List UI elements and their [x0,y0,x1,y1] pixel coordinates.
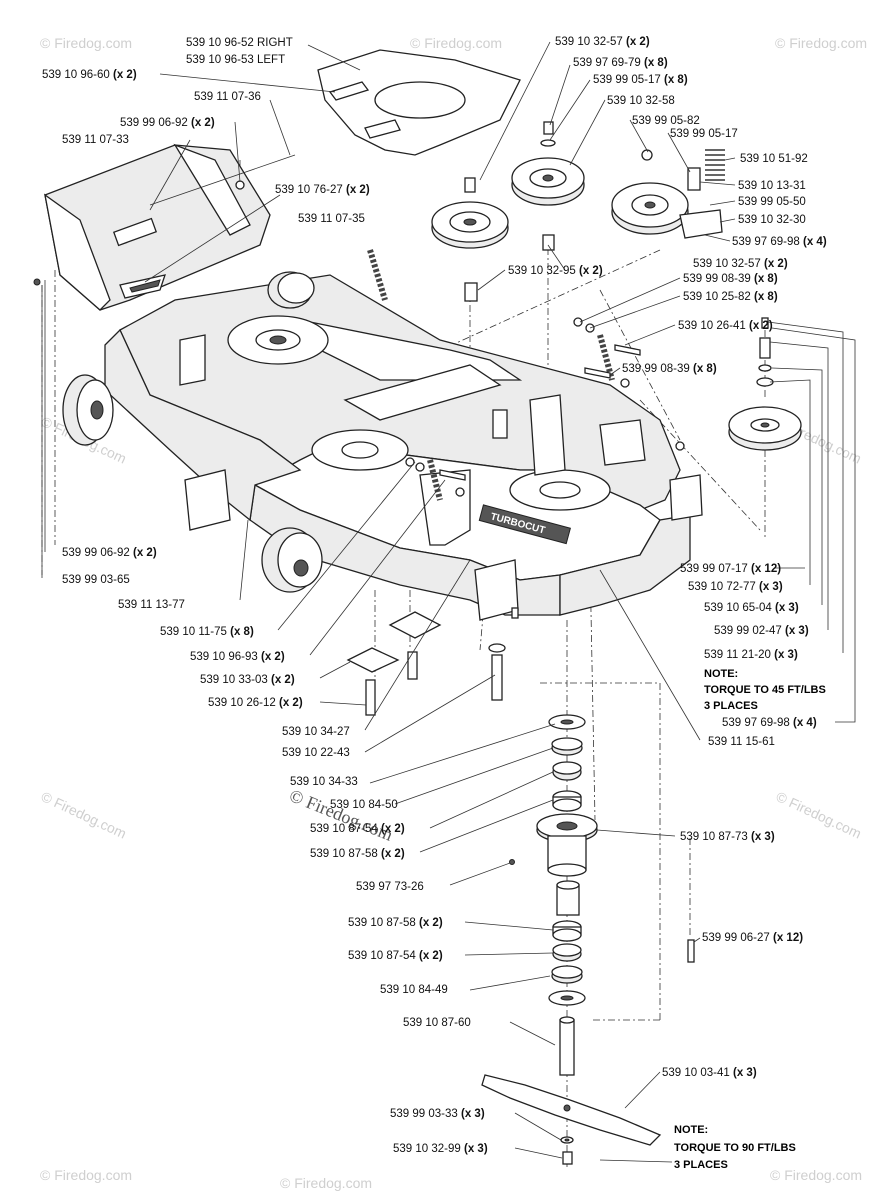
part-label: 539 10 87-58 (x 2) [348,917,443,929]
part-label: 539 99 07-17 (x 12) [680,563,781,575]
part-label: 539 11 07-35 [298,213,365,225]
part-label: 539 99 08-39 (x 8) [683,273,778,285]
part-label: 539 10 96-60 (x 2) [42,69,137,81]
note-text: TORQUE TO 90 FT/LBS [674,1142,796,1154]
note-text: TORQUE TO 45 FT/LBS [704,684,826,696]
part-label: 539 11 21-20 (x 3) [704,649,798,661]
part-label: 539 99 02-47 (x 3) [714,625,809,637]
part-label: 539 10 34-33 [290,776,358,788]
note-title: NOTE: [704,668,738,680]
part-label: 539 99 06-92 (x 2) [120,117,215,129]
torque-note-45: NOTE: TORQUE TO 45 FT/LBS 3 PLACES [704,668,826,712]
idler-pulley-center [511,121,585,251]
part-label: 539 10 26-41 (x 2) [678,320,773,332]
note-text: 3 PLACES [674,1159,728,1171]
part-label: 539 10 87-54 (x 2) [348,950,443,962]
part-label: 539 10 32-58 [607,95,675,107]
part-labels: 539 10 96-52 RIGHT 539 10 96-53 LEFT 539… [42,36,827,1155]
idler-pulley-left [431,177,509,302]
part-label: 539 10 72-77 (x 3) [688,581,783,593]
part-label: 539 10 33-03 (x 2) [200,674,295,686]
part-label: 539 10 84-49 [380,984,448,996]
mower-deck: TURBOCUT [104,249,691,616]
watermark: © Firedog.com [410,35,502,51]
watermark: © Firedog.com [40,1167,132,1183]
part-label: 539 10 03-41 (x 3) [662,1067,757,1079]
part-label: 539 10 32-57 (x 2) [555,36,650,48]
part-label: 539 10 32-99 (x 3) [393,1143,488,1155]
top-cover-plate [317,49,521,156]
watermark: © Firedog.com [775,35,867,51]
under-deck-hardware [346,611,506,716]
part-label: 539 10 51-92 [740,153,808,165]
part-label: 539 99 08-39 (x 8) [622,363,717,375]
part-label: 539 10 22-43 [282,747,350,759]
discharge-deflector [33,143,296,311]
center-watermark: © Firedog.com [287,785,396,845]
watermark: © Firedog.com [40,35,132,51]
tension-pulley-right [611,149,723,239]
part-label: 539 10 13-31 [738,180,806,192]
part-label: 539 97 69-98 (x 4) [732,236,827,248]
part-label: 539 99 05-82 [632,115,700,127]
part-label: 539 10 87-60 [403,1017,471,1029]
watermark: © Firedog.com [39,788,129,841]
part-label: 539 99 05-50 [738,196,806,208]
part-label: 539 97 73-26 [356,881,424,893]
watermark: © Firedog.com [770,1167,862,1183]
spindle-assembly [481,714,695,1165]
part-label: 539 10 65-04 (x 3) [704,602,799,614]
part-label: 539 10 87-73 (x 3) [680,831,775,843]
part-label: 539 10 26-12 (x 2) [208,697,303,709]
part-label: 539 11 13-77 [118,599,185,611]
part-label: 539 99 05-17 (x 8) [593,74,688,86]
watermark: © Firedog.com [774,788,864,841]
part-label: 539 10 96-52 RIGHT [186,37,293,49]
note-text: 3 PLACES [704,700,758,712]
part-label: 539 10 32-95 (x 2) [508,265,603,277]
part-label: 539 11 15-61 [708,736,775,748]
part-label: 539 10 34-27 [282,726,350,738]
part-label: 539 10 32-30 [738,214,806,226]
watermark: © Firedog.com [280,1175,372,1191]
part-label: 539 97 69-98 (x 4) [722,717,817,729]
part-label: 539 99 05-17 [670,128,738,140]
note-title: NOTE: [674,1124,708,1136]
gauge-wheel-rear-left [62,374,114,446]
torque-note-90: NOTE: TORQUE TO 90 FT/LBS 3 PLACES [599,1124,796,1171]
part-label: 539 10 76-27 (x 2) [275,184,370,196]
part-label: 539 10 32-57 (x 2) [693,258,788,270]
part-label: 539 99 03-33 (x 3) [390,1108,485,1120]
part-label: 539 10 87-58 (x 2) [310,848,405,860]
part-label: 539 99 06-92 (x 2) [62,547,157,559]
part-label: 539 10 84-50 [330,799,398,811]
part-label: 539 11 07-33 [62,134,129,146]
tension-spring [705,149,725,181]
part-label: 539 11 07-36 [194,91,261,103]
part-label: 539 10 25-82 (x 8) [683,291,778,303]
gauge-wheel-rear-right [267,271,315,309]
part-label: 539 10 96-93 (x 2) [190,651,285,663]
part-label: 539 10 96-53 LEFT [186,54,285,66]
leader-lines [41,41,856,1159]
part-label: 539 97 69-79 (x 8) [573,57,668,69]
wheel-bracket [184,469,703,621]
spindle-pulley [728,406,802,451]
gauge-wheel-front-left [261,527,323,593]
part-label: 539 99 06-27 (x 12) [702,932,803,944]
part-label: 539 10 87-54 (x 2) [310,823,405,835]
part-label: 539 99 03-65 [62,574,130,586]
part-label: 539 10 11-75 (x 8) [160,626,254,638]
